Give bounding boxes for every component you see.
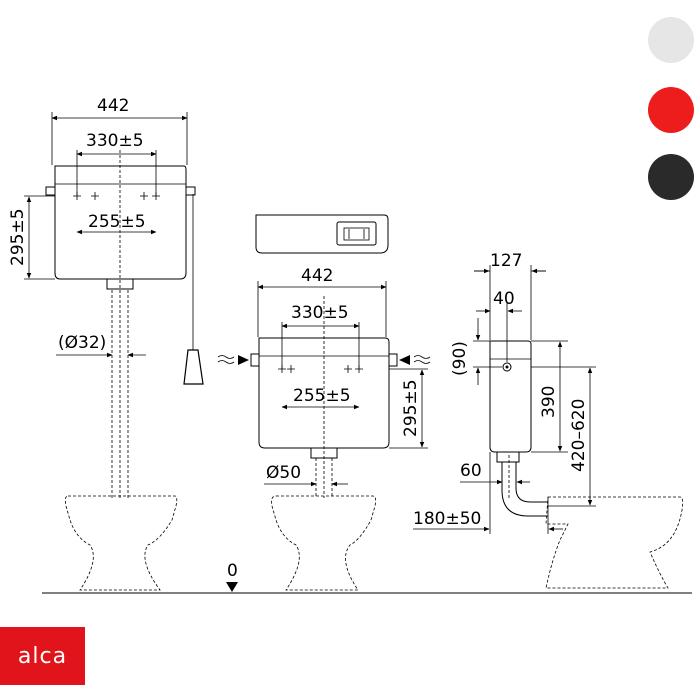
side-tank-height-label: 390 (539, 386, 559, 418)
left-bowl (64, 495, 178, 591)
alca-logo: alca (0, 627, 85, 685)
side-depth-label: 127 (490, 251, 522, 271)
left-view: 442 330±5 255±5 295±5 (Ø32) (8, 96, 204, 591)
side-pipe-label: 60 (460, 461, 482, 481)
color-swatch-white[interactable] (648, 17, 694, 63)
left-width-label: 442 (97, 96, 129, 116)
floor-marker-icon (226, 582, 238, 592)
left-height-label: 295±5 (8, 208, 28, 266)
side-mount-height-label: 420–620 (569, 399, 589, 472)
floor-label: 0 (227, 561, 238, 581)
middle-holes-label: 330±5 (291, 303, 349, 323)
side-distance-label: 180±50 (413, 509, 481, 529)
middle-height-label: 295±5 (401, 379, 421, 437)
left-inlet-icon (238, 355, 249, 365)
middle-inner-label: 255±5 (293, 386, 351, 406)
left-pipe-label: (Ø32) (58, 333, 106, 353)
left-holes-label: 330±5 (86, 131, 144, 151)
side-cistern (489, 340, 532, 453)
pull-handle-icon (183, 349, 204, 385)
side-offset-label: 40 (493, 289, 515, 309)
middle-cistern (258, 337, 390, 449)
side-bowl (545, 496, 684, 589)
flush-button-icon (336, 221, 377, 246)
color-swatch-black[interactable] (648, 154, 694, 200)
left-inner-label: 255±5 (88, 212, 146, 232)
side-top-label: (90) (450, 341, 470, 376)
middle-bowl (271, 495, 377, 591)
left-cistern (54, 165, 187, 280)
middle-view: 442 330±5 255±5 295±5 Ø50 (217, 214, 431, 591)
middle-width-label: 442 (301, 266, 333, 286)
color-swatch-red[interactable] (648, 87, 694, 133)
middle-pipe-label: Ø50 (266, 463, 301, 483)
right-inlet-icon (399, 355, 410, 365)
logo-text: alca (17, 643, 68, 669)
middle-lid (255, 214, 389, 254)
side-view: 127 40 (90) 390 420–620 60 180±50 (413, 251, 684, 589)
